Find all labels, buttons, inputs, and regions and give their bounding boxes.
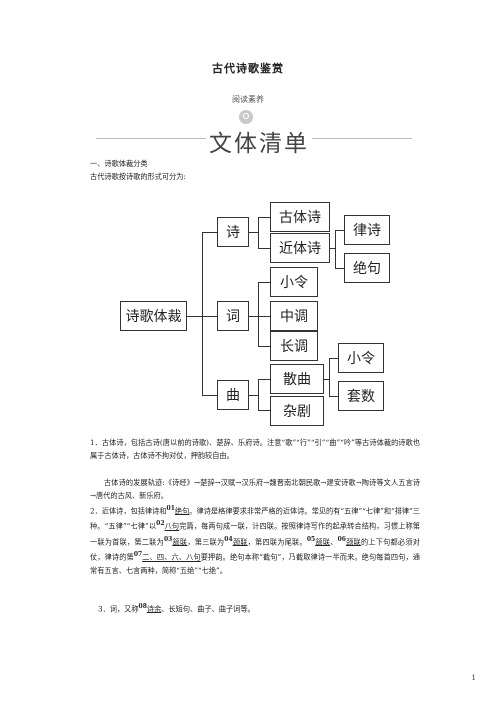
answer-blank: 八句 xyxy=(164,521,180,531)
node-zhongdiao: 中调 xyxy=(270,301,318,331)
connector xyxy=(335,230,336,268)
answer-blank: 颔联 xyxy=(315,537,331,547)
connector xyxy=(329,396,338,397)
blank-marker: 02 xyxy=(156,520,165,528)
answer-blank: 二、四、六、八句 xyxy=(142,552,201,562)
section-heading: 一、诗歌体裁分类 xyxy=(90,159,148,168)
node-jueju: 绝句 xyxy=(344,253,390,283)
connector xyxy=(335,230,344,231)
node-qu-xiaoling: 小令 xyxy=(338,343,384,373)
banner-divider-right xyxy=(312,138,412,139)
connector xyxy=(249,232,258,233)
node-zaju: 杂剧 xyxy=(270,396,324,426)
connector xyxy=(258,282,270,283)
blank-marker: 08 xyxy=(138,603,147,610)
answer-blank: 绝句 xyxy=(174,506,190,516)
connector xyxy=(324,379,329,380)
answer-blank: 诗余 xyxy=(146,604,162,614)
pin-icon xyxy=(239,110,253,124)
paragraph-modern-style: 2．近体诗，包括律诗和01绝句。律诗是格律要求非常严格的近体诗。常见的有“五律”… xyxy=(90,505,420,575)
node-shi: 诗 xyxy=(217,217,249,247)
answer-blank: 颈联 xyxy=(345,537,361,547)
paragraph-ancient-style: 1．古体诗，包括古诗(唐以前的诗歌)、楚辞、乐府诗。注意“歌”“行”“引”“曲”… xyxy=(90,438,420,460)
blank-marker: 05 xyxy=(306,535,316,543)
node-qu: 曲 xyxy=(217,380,249,410)
blank-marker: 06 xyxy=(337,535,346,543)
connector xyxy=(249,395,258,396)
connector xyxy=(202,395,217,396)
banner-title: 文体清单 xyxy=(209,131,309,157)
connector xyxy=(335,268,344,269)
node-gutishi: 古体诗 xyxy=(270,202,330,232)
connector xyxy=(249,316,258,317)
connector xyxy=(258,282,259,346)
paragraph-ancient-history: 古体诗的发展轨迹:《诗经》→楚辞→汉赋→汉乐府→魏晋南北朝民歌→建安诗歌→陶诗等… xyxy=(90,478,420,500)
page-title: 古代诗歌鉴赏 xyxy=(212,62,284,75)
connector xyxy=(202,232,217,233)
connector xyxy=(258,316,270,317)
connector xyxy=(330,248,335,249)
connector xyxy=(258,346,270,347)
connector xyxy=(258,248,270,249)
connector xyxy=(258,379,259,410)
section-subheading: 阅读素养 xyxy=(232,95,264,104)
connector xyxy=(329,358,338,359)
connector xyxy=(202,232,203,395)
answer-blank: 颔联 xyxy=(172,537,188,547)
connector xyxy=(258,217,259,248)
node-ci: 词 xyxy=(217,301,249,331)
blank-marker: 04 xyxy=(224,535,233,543)
node-lvshi: 律诗 xyxy=(344,215,390,245)
node-jintishi: 近体诗 xyxy=(270,233,330,263)
connector xyxy=(258,217,270,218)
node-changdiao: 长调 xyxy=(270,331,318,361)
connector xyxy=(329,358,330,396)
node-sanqu: 散曲 xyxy=(270,364,324,394)
blank-marker: 07 xyxy=(133,551,143,559)
page-number: 1 xyxy=(471,674,476,682)
node-xiaoling: 小令 xyxy=(270,267,318,297)
blank-marker: 03 xyxy=(163,535,173,543)
node-taoshu: 套数 xyxy=(338,381,384,411)
connector xyxy=(187,316,202,317)
banner-divider-left xyxy=(96,138,206,139)
answer-blank: 颈联 xyxy=(232,537,248,547)
connector xyxy=(258,379,270,380)
connector xyxy=(202,316,217,317)
connector xyxy=(258,410,270,411)
section-intro: 古代诗歌按诗歌的形式可分为: xyxy=(90,172,186,181)
paragraph-ci: 3．词，又称08诗余、长短句、曲子、曲子词等。 xyxy=(98,603,255,614)
node-root: 诗歌体裁 xyxy=(120,301,187,331)
blank-marker: 01 xyxy=(166,505,175,512)
